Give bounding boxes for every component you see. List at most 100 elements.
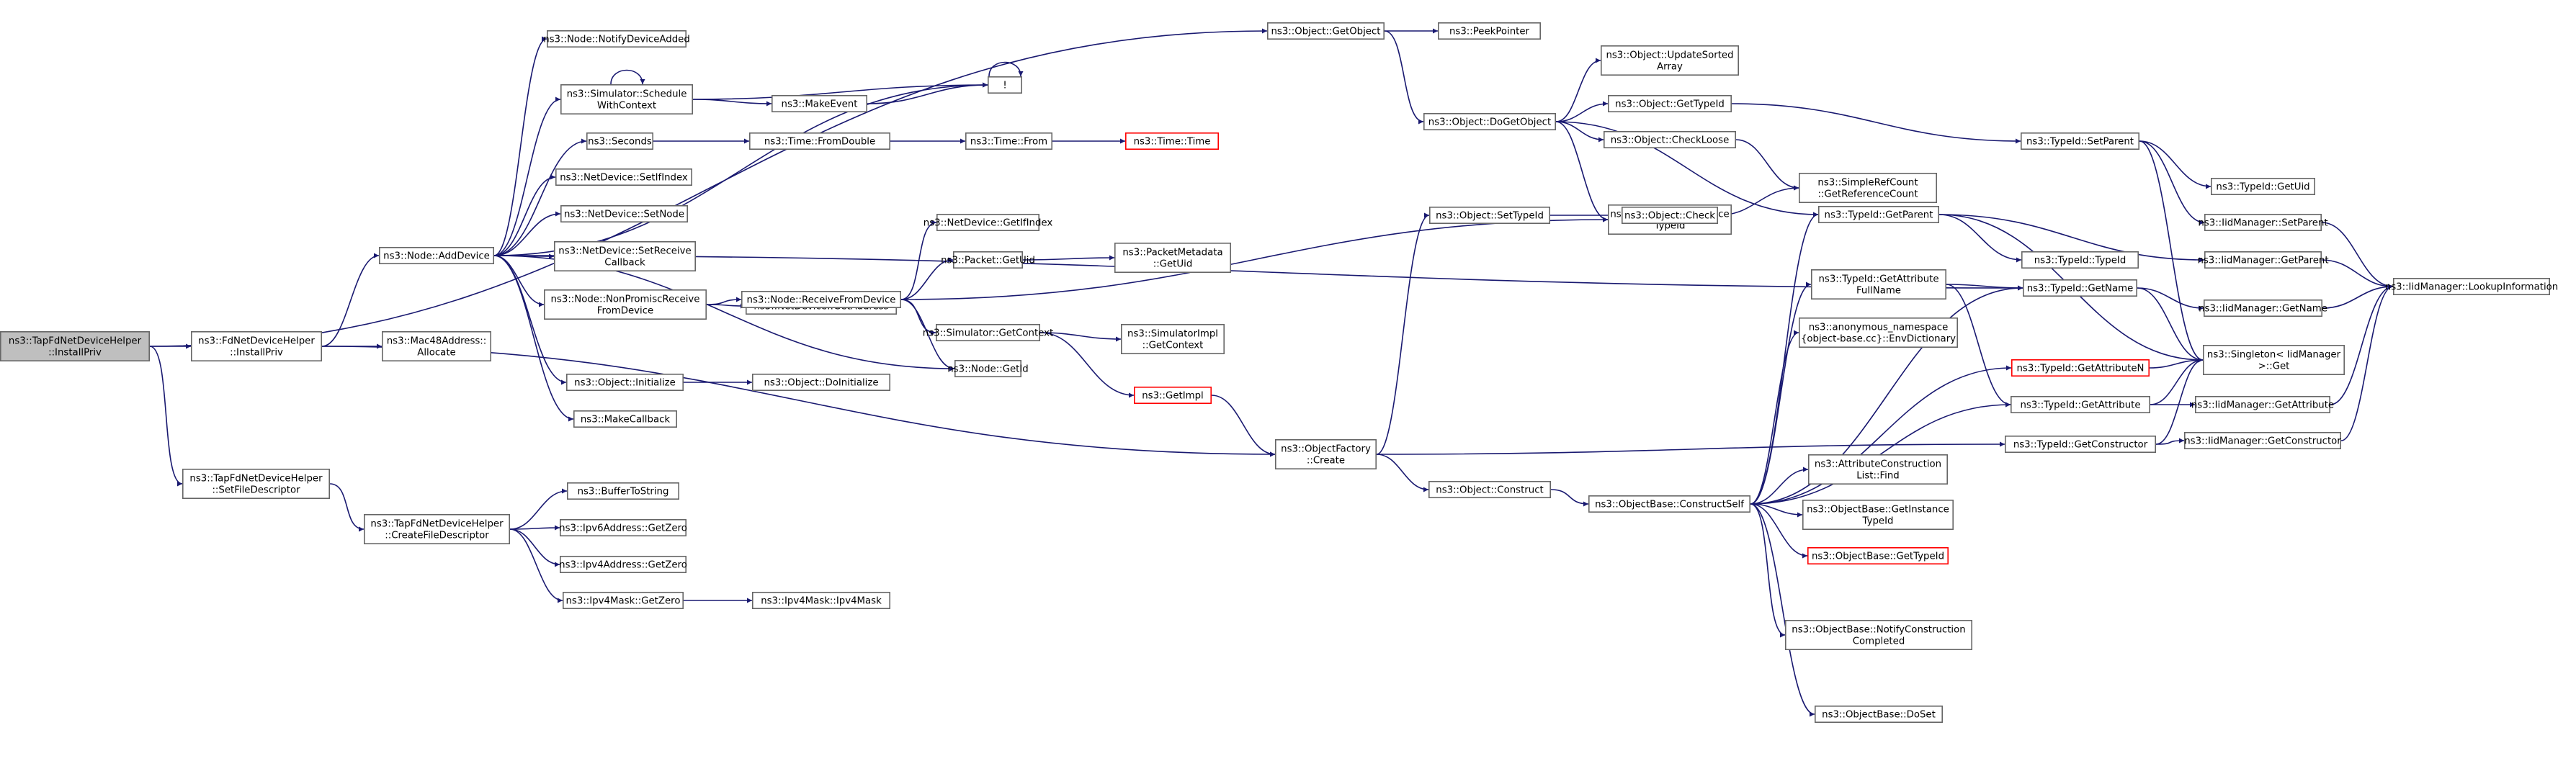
node-dogetobject[interactable]: ns3::Object::DoGetObject — [1423, 113, 1557, 131]
node-notifyconstr[interactable]: ns3::ObjectBase::NotifyConstructionCompl… — [1785, 619, 1973, 650]
node-tidgetname[interactable]: ns3::TypeId::GetName — [2023, 279, 2138, 297]
node-objinit[interactable]: ns3::Object::Initialize — [565, 373, 684, 391]
node-setifidx[interactable]: ns3::NetDevice::SetIfIndex — [555, 168, 692, 186]
node-peekptr[interactable]: ns3::PeekPointer — [1438, 22, 1542, 40]
node-tidgetattrn[interactable]: ns3::TypeId::GetAttributeN — [2011, 359, 2150, 377]
node-label: ns3::Node::AddDevice — [383, 251, 490, 262]
edge-adddev-to-notify — [493, 36, 547, 256]
node-nodegetid[interactable]: ns3::Node::GetId — [947, 359, 1029, 377]
node-box — [936, 323, 1041, 341]
edge-checkloose-to-refcount — [1735, 139, 1799, 191]
node-bang[interactable]: ! — [988, 76, 1023, 94]
edge-getobject-to-dogetobject — [1384, 30, 1424, 125]
node-objconstruct[interactable]: ns3::Object::Construct — [1428, 480, 1552, 498]
edge-tidgetattr-to-singleton — [2150, 357, 2204, 405]
edge-recvfrom-to-pktuid — [900, 257, 954, 300]
node-box — [2204, 213, 2322, 231]
node-anonenv[interactable]: ns3::anonymous_namespace{object-base.cc}… — [1799, 317, 1959, 348]
edge-recvfrom-to-getinsttid — [900, 217, 1609, 300]
node-iidlookup[interactable]: ns3::IidManager::LookupInformation — [2385, 277, 2558, 295]
node-pktuid[interactable]: ns3::Packet::GetUid — [941, 251, 1035, 269]
node-getimpl[interactable]: ns3::GetImpl — [1134, 386, 1212, 404]
node-objfactory[interactable]: ns3::ObjectFactory::Create — [1275, 438, 1377, 469]
node-box — [2204, 299, 2323, 317]
node-makeevent[interactable]: ns3::MakeEvent — [772, 95, 868, 113]
node-simimplctx[interactable]: ns3::SimulatorImpl::GetContext — [1121, 323, 1225, 354]
node-tidtid[interactable]: ns3::TypeId::TypeId — [2021, 251, 2139, 269]
node-tidgetparent[interactable]: ns3::TypeId::GetParent — [1818, 205, 1940, 223]
node-adddev[interactable]: ns3::Node::AddDevice — [378, 246, 494, 264]
node-tidgetattr[interactable]: ns3::TypeId::GetAttribute — [2011, 395, 2151, 413]
node-label: ::InstallPriv — [230, 348, 283, 359]
node-box — [562, 591, 684, 609]
node-box — [1267, 22, 1385, 40]
node-label: ns3::Object::Construct — [1436, 485, 1543, 496]
node-doset[interactable]: ns3::ObjectBase::DoSet — [1815, 705, 1944, 723]
node-maskzero[interactable]: ns3::Ipv4Mask::GetZero — [562, 591, 684, 609]
node-tidgetctor[interactable]: ns3::TypeId::GetConstructor — [2005, 435, 2157, 453]
node-label: ns3::Ipv6Address::GetZero — [559, 523, 687, 534]
node-box — [1438, 22, 1542, 40]
node-maskctor[interactable]: ns3::Ipv4Mask::Ipv4Mask — [752, 591, 891, 609]
node-box — [2011, 359, 2150, 377]
node-simgetctx[interactable]: ns3::Simulator::GetContext — [923, 323, 1053, 341]
node-ipv4zero[interactable]: ns3::Ipv4Address::GetZero — [559, 555, 687, 573]
node-tidgetuid[interactable]: ns3::TypeId::GetUid — [2211, 178, 2316, 196]
node-iidgetparent[interactable]: ns3::IidManager::GetParent — [2197, 251, 2329, 269]
node-iidgetname[interactable]: ns3::IidManager::GetName — [2199, 299, 2327, 317]
node-mac48[interactable]: ns3::Mac48Address::Allocate — [381, 330, 491, 361]
node-setfd[interactable]: ns3::TapFdNetDeviceHelper::SetFileDescri… — [182, 468, 330, 499]
node-setnode[interactable]: ns3::NetDevice::SetNode — [560, 204, 688, 222]
node-label: ns3::MakeEvent — [782, 99, 858, 110]
node-constructself[interactable]: ns3::ObjectBase::ConstructSelf — [1588, 495, 1751, 513]
edge-tidgetparent-to-tidtid — [1938, 214, 2022, 263]
node-makecb[interactable]: ns3::MakeCallback — [573, 410, 677, 428]
edge-constructself-to-notifyconstr — [1750, 503, 1786, 638]
node-label: ns3::FdNetDeviceHelper — [198, 336, 315, 347]
node-fromdouble[interactable]: ns3::Time::FromDouble — [749, 132, 891, 150]
edge-bang-to-bang — [988, 61, 1024, 77]
node-recvfrom[interactable]: ns3::Node::ReceiveFromDevice — [741, 290, 902, 308]
edge-constructself-to-anonenv — [1750, 330, 1799, 505]
node-timetime[interactable]: ns3::Time::Time — [1125, 132, 1220, 150]
node-seconds[interactable]: ns3::Seconds — [586, 132, 653, 150]
node-box — [565, 373, 684, 391]
node-objsettid[interactable]: ns3::Object::SetTypeId — [1429, 206, 1551, 224]
node-pktmeta[interactable]: ns3::PacketMetadata::GetUid — [1114, 242, 1232, 273]
node-getobject[interactable]: ns3::Object::GetObject — [1267, 22, 1385, 40]
node-createfd[interactable]: ns3::TapFdNetDeviceHelper::CreateFileDes… — [363, 513, 510, 544]
node-root[interactable]: ns3::TapFdNetDeviceHelper::InstallPriv — [0, 330, 150, 361]
node-obgettid[interactable]: ns3::ObjectBase::GetTypeId — [1807, 546, 1949, 564]
node-fdinstall[interactable]: ns3::FdNetDeviceHelper::InstallPriv — [190, 330, 322, 361]
node-label: ns3::ObjectBase::ConstructSelf — [1595, 500, 1744, 510]
node-singleton[interactable]: ns3::Singleton< IidManager>::Get — [2203, 344, 2345, 375]
node-buftostr[interactable]: ns3::BufferToString — [566, 482, 679, 500]
node-tidsetparent[interactable]: ns3::TypeId::SetParent — [2021, 132, 2140, 150]
node-ipv6zero[interactable]: ns3::Ipv6Address::GetZero — [559, 518, 687, 536]
node-objgettid[interactable]: ns3::Object::GetTypeId — [1608, 95, 1732, 113]
node-objcheck[interactable]: ns3::Object::Check — [1622, 206, 1719, 224]
edge-fdinstall-to-adddev — [321, 253, 380, 347]
node-label: ns3::Node::ReceiveFromDevice — [747, 295, 896, 306]
node-notify[interactable]: ns3::Node::NotifyDeviceAdded — [543, 30, 690, 48]
node-box — [1114, 242, 1232, 273]
node-label: ns3::ObjectBase::GetTypeId — [1812, 551, 1944, 562]
node-timefrom[interactable]: ns3::Time::From — [965, 132, 1053, 150]
node-getifidx[interactable]: ns3::NetDevice::GetIfIndex — [923, 213, 1053, 231]
node-iidsetparent[interactable]: ns3::IidManager::SetParent — [2198, 213, 2328, 231]
node-doinit[interactable]: ns3::Object::DoInitialize — [752, 373, 891, 391]
node-refcount[interactable]: ns3::SimpleRefCount::GetReferenceCount — [1799, 173, 1938, 204]
node-label: ! — [1003, 81, 1006, 91]
node-iidgetctor[interactable]: ns3::IidManager::GetConstructor — [2184, 431, 2341, 449]
node-label: ns3::Time::Time — [1134, 137, 1211, 148]
node-checkloose[interactable]: ns3::Object::CheckLoose — [1604, 131, 1737, 149]
edge-iidgetctor-to-iidlookup — [2340, 284, 2394, 441]
node-iidgetattr[interactable]: ns3::IidManager::GetAttribute — [2191, 395, 2334, 413]
